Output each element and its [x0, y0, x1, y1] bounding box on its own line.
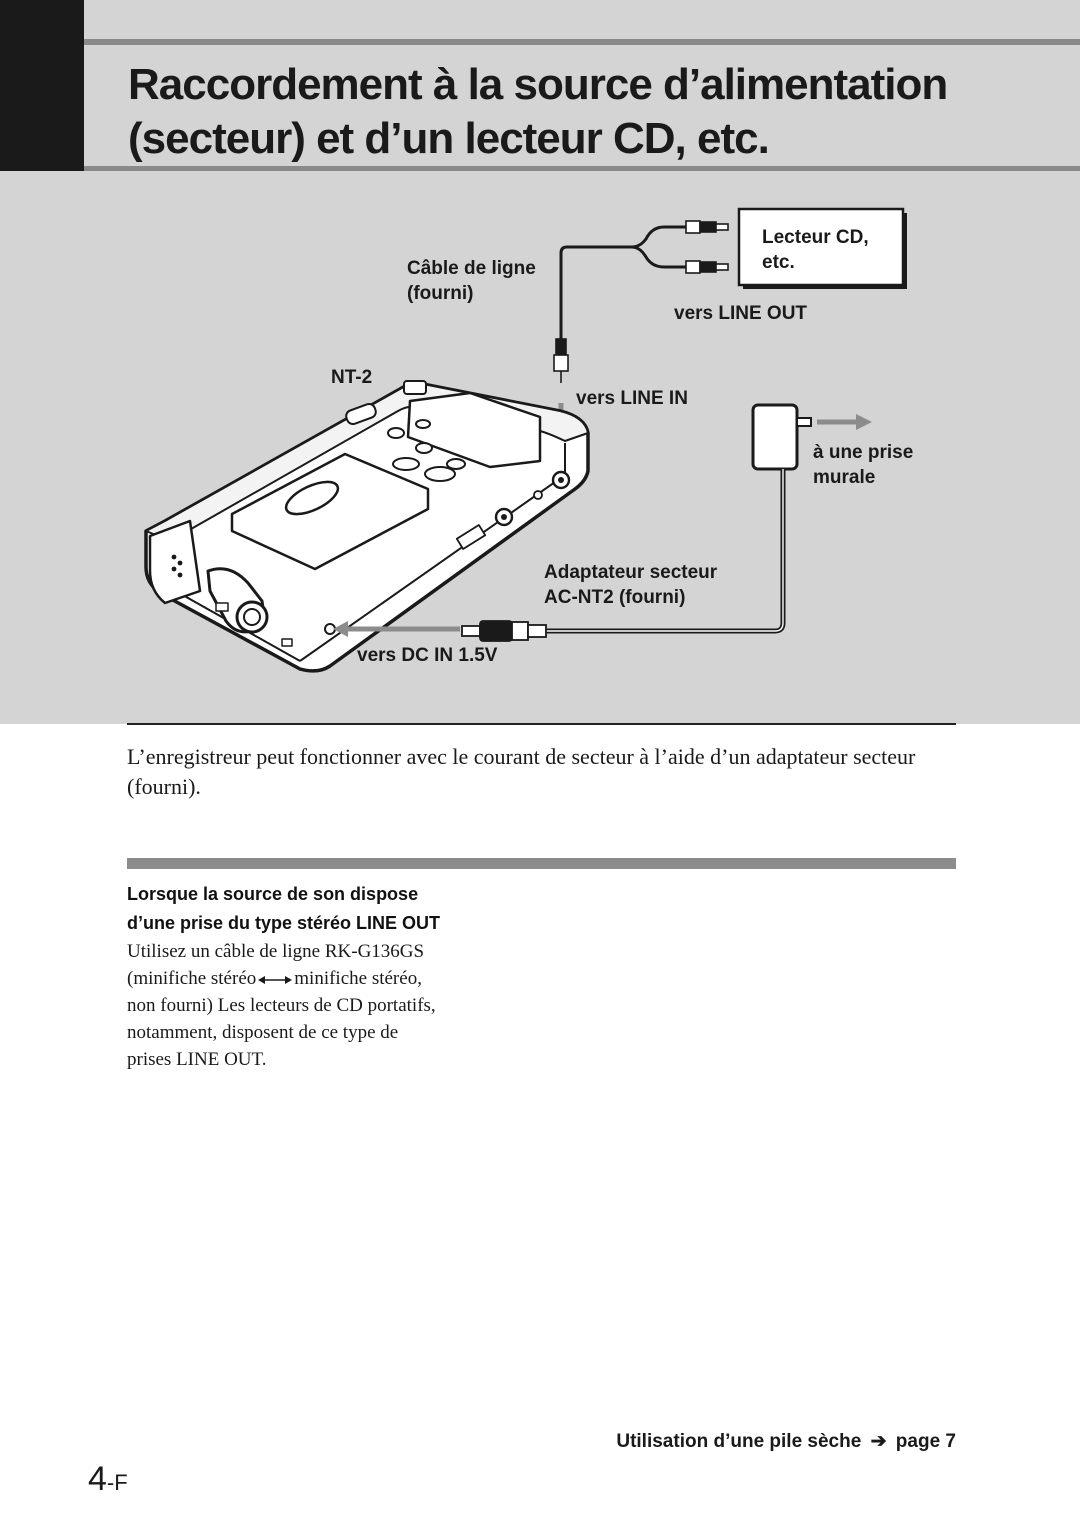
- note-body-line-4: notamment, disposent de ce type de: [127, 1022, 399, 1043]
- line-cable: [559, 225, 688, 341]
- section-tab: [0, 0, 84, 171]
- connection-diagram: Lecteur CD, etc. Câble de ligne (fourni)…: [0, 171, 1080, 724]
- ac-adaptor-label-2: AC-NT2 (fourni): [544, 587, 685, 608]
- page-number-suffix: -F: [106, 1470, 128, 1495]
- page-title: Raccordement à la source d’alimentation …: [128, 58, 1068, 166]
- to-line-out-label: vers LINE OUT: [674, 303, 807, 324]
- section-divider: [127, 723, 956, 725]
- cross-reference-link[interactable]: Utilisation d’une pile sèche ➔ page 7: [616, 1430, 956, 1453]
- note-body-line-3: non fourni) Les lecteurs de CD portatifs…: [127, 995, 436, 1016]
- nt2-recorder: [144, 380, 590, 673]
- page-title-line-2: (secteur) et d’un lecteur CD, etc.: [128, 114, 770, 163]
- dc-in-arrow-head: [333, 621, 348, 637]
- to-dc-in-label: vers DC IN 1.5V: [357, 645, 498, 666]
- page-title-line-1: Raccordement à la source d’alimentation: [128, 60, 948, 109]
- note-divider-bar: [127, 858, 956, 869]
- note-body-line-5: prises LINE OUT.: [127, 1049, 267, 1070]
- rca-plug-bottom: [685, 260, 729, 274]
- arrow-right-icon: ➔: [870, 1431, 887, 1452]
- cross-reference-text: Utilisation d’une pile sèche: [616, 1431, 862, 1452]
- note-body-line-1: Utilisez un câble de ligne RK-G136GS: [127, 941, 425, 962]
- rca-plug-top: [685, 220, 729, 234]
- double-arrow-icon: [258, 975, 293, 984]
- cross-reference-page: page 7: [895, 1431, 956, 1452]
- connection-diagram-svg: Lecteur CD, etc. Câble de ligne (fourni)…: [144, 207, 913, 673]
- intro-paragraph: L’enregistreur peut fonctionner avec le …: [127, 744, 916, 799]
- cd-player-label-1: Lecteur CD,: [762, 227, 869, 248]
- title-rule-top: [84, 39, 1080, 45]
- mini-plug-line-in: [553, 338, 569, 383]
- dc-plug: [461, 620, 547, 642]
- to-line-in-label: vers LINE IN: [576, 388, 688, 409]
- ac-adaptor-label-1: Adaptateur secteur: [544, 562, 718, 583]
- note-heading-line-1: Lorsque la source de son dispose: [127, 884, 419, 904]
- cd-player-label-2: etc.: [762, 252, 795, 273]
- cd-player-box: [737, 207, 905, 287]
- line-cable-label-1: Câble de ligne: [407, 258, 536, 279]
- page-number: 4-F: [88, 1460, 128, 1499]
- note-body-line-2a: (minifiche stéréo: [127, 968, 257, 989]
- note-heading: Lorsque la source de son dispose d’une p…: [127, 880, 547, 938]
- title-rule-bottom: [84, 166, 1080, 171]
- note-heading-line-2: d’une prise du type stéréo LINE OUT: [127, 913, 441, 933]
- wall-outlet-label-1: à une prise: [813, 442, 913, 463]
- wall-outlet-label-2: murale: [813, 467, 875, 488]
- line-cable-label-2: (fourni): [407, 283, 473, 304]
- ac-adaptor: [546, 403, 872, 634]
- page-number-value: 4: [88, 1460, 107, 1498]
- device-model-label: NT-2: [331, 367, 372, 388]
- note-body-line-2: (minifiche stéréo minifiche stéréo,: [127, 965, 547, 992]
- note-body-line-2b: minifiche stéréo,: [294, 968, 422, 989]
- note-body: Utilisez un câble de ligne RK-G136GS (mi…: [127, 938, 547, 1073]
